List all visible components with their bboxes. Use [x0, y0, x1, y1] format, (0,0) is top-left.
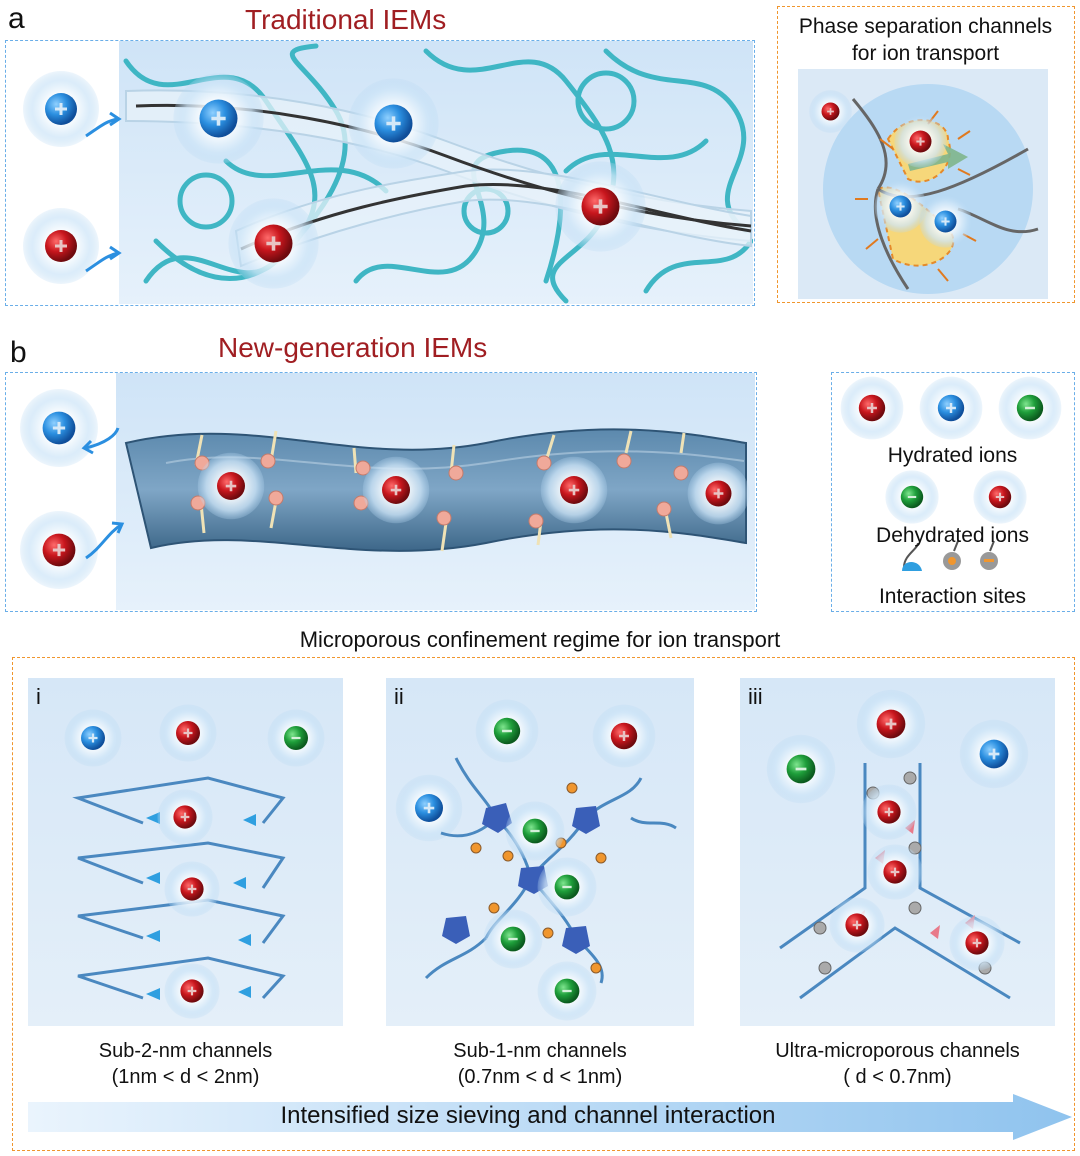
- panel-iii-range: ( d < 0.7nm): [843, 1066, 952, 1088]
- entry-arrow-icon: [81, 427, 125, 560]
- red-cation-icon: [18, 509, 100, 591]
- blue-cation-in-channel-icon: [171, 71, 266, 166]
- dehydrated-cation-icon: [163, 860, 221, 918]
- anion-icon: [474, 698, 540, 764]
- blue-cation-icon: [958, 718, 1030, 790]
- intensification-arrow-icon: [28, 1094, 1072, 1140]
- dehydrated-cation-icon: [686, 461, 751, 526]
- panel-b-title: New-generation IEMs: [218, 332, 488, 363]
- new-generation-iem-illustration: [6, 373, 755, 610]
- red-cation-icon: [893, 114, 948, 169]
- blue-cation-icon: [18, 387, 100, 469]
- blue-cation-icon: [918, 194, 973, 249]
- panel-b-letter: b: [10, 336, 27, 369]
- regime-frame: [12, 657, 1075, 1151]
- panel-ii-numeral: ii: [394, 684, 404, 709]
- dehydrated-cation-icon: [828, 896, 886, 954]
- red-cation-in-channel-icon: [553, 159, 648, 254]
- panel-i-numeral: i: [36, 684, 41, 709]
- inset-title-line1: Phase separation channels: [798, 15, 1053, 38]
- sub-2nm-channels-diagram: [63, 703, 326, 1020]
- panel-i-range: (1nm < d < 2nm): [111, 1066, 260, 1088]
- panel-i: i: [28, 678, 343, 1026]
- dehydrated-anion-icon: [504, 800, 566, 862]
- panel-iii-numeral: iii: [748, 684, 763, 709]
- blue-cation-in-channel-icon: [346, 76, 441, 171]
- dehydrated-cation-icon: [539, 455, 609, 525]
- legend-panel: Hydrated ions Dehydrated ions Interactio…: [831, 372, 1075, 612]
- panel-ii: ii: [386, 678, 694, 1026]
- hydrated-red-cation-icon: [839, 375, 905, 441]
- dehydrated-anion-icon: [536, 960, 598, 1022]
- panel-ii-range: (0.7nm < d < 1nm): [457, 1066, 623, 1088]
- sub-1nm-channels-diagram: [394, 698, 677, 1022]
- blue-cation-icon: [63, 708, 123, 768]
- panel-iii-caption: Ultra-microporous channels: [775, 1040, 1020, 1062]
- panel-iii: iii: [740, 678, 1055, 1026]
- legend-sites-label: Interaction sites: [878, 585, 1027, 608]
- red-cation-icon: [591, 703, 657, 769]
- regime-title: Microporous confinement regime for ion t…: [299, 627, 781, 652]
- hydrated-blue-cation-icon: [918, 375, 984, 441]
- panel-i-caption: Sub-2-nm channels: [98, 1040, 273, 1062]
- dehydrated-anion-icon: [884, 469, 940, 525]
- panel-ii-caption: Sub-1-nm channels: [453, 1040, 627, 1062]
- dehydrated-anion-icon: [482, 908, 544, 970]
- entry-arrow-icon: [85, 111, 122, 273]
- blue-cation-icon: [394, 773, 464, 843]
- arrow-caption: Intensified size sieving and channel int…: [280, 1102, 776, 1129]
- dehydrated-cation-icon: [196, 451, 266, 521]
- panel-a-letter: a: [8, 2, 25, 35]
- red-cation-icon: [158, 703, 218, 763]
- legend-dehydrated-label: Dehydrated ions: [876, 524, 1029, 547]
- anion-icon: [765, 733, 837, 805]
- red-cation-icon: [808, 89, 853, 134]
- traditional-iem-illustration: [6, 41, 754, 304]
- blue-cation-icon: [873, 179, 928, 234]
- dehydrated-cation-icon: [972, 469, 1028, 525]
- dehydrated-cation-icon: [361, 455, 431, 525]
- node-clusters: [442, 803, 600, 954]
- phase-separation-diagram: [798, 69, 1048, 299]
- red-cation-icon: [855, 688, 927, 760]
- hydrated-anion-icon: [997, 375, 1063, 441]
- anion-icon: [266, 708, 326, 768]
- interaction-site-icons: [902, 540, 998, 571]
- legend-symbols: [839, 375, 1063, 571]
- red-cation-icon: [21, 206, 101, 286]
- dehydrated-cation-icon: [156, 788, 214, 846]
- legend-hydrated-label: Hydrated ions: [887, 444, 1018, 467]
- dehydrated-cation-icon: [866, 843, 924, 901]
- dehydrated-cation-icon: [163, 962, 221, 1020]
- new-generation-iem-frame: [5, 372, 757, 612]
- inset-title-line2: for ion transport: [851, 42, 1000, 65]
- red-cation-in-channel-icon: [226, 196, 321, 291]
- dehydrated-cation-icon: [860, 783, 918, 841]
- traditional-iem-frame: [5, 40, 755, 306]
- phase-separation-inset: Phase separation channels for ion transp…: [777, 6, 1075, 303]
- dehydrated-anion-icon: [536, 856, 598, 918]
- panel-a-title: Traditional IEMs: [245, 4, 447, 35]
- ultra-microporous-diagram: [765, 688, 1030, 1000]
- dehydrated-cation-icon: [948, 914, 1006, 972]
